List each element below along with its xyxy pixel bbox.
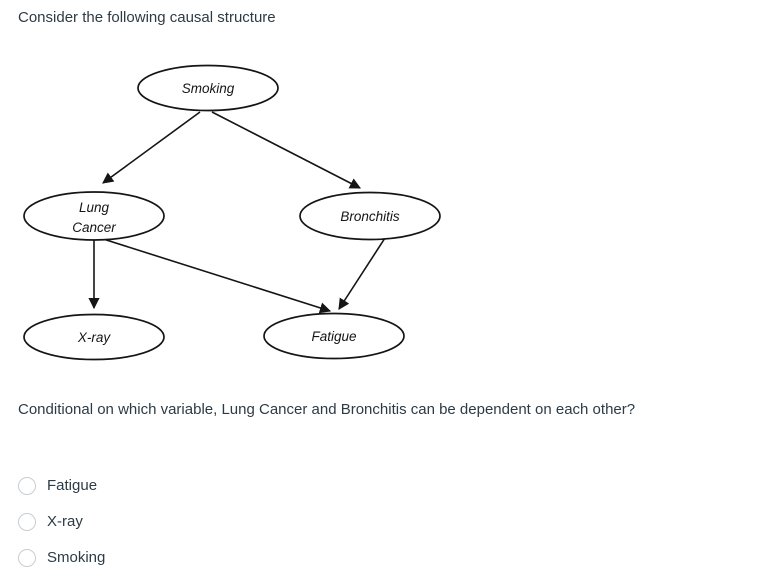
option-xray[interactable]: X-ray bbox=[18, 504, 418, 540]
node-fatigue-label: Fatigue bbox=[311, 329, 356, 344]
node-xray-label: X-ray bbox=[77, 330, 112, 345]
edge-smoking-to-bronchitis bbox=[211, 111, 361, 189]
diagram-edges bbox=[88, 111, 386, 314]
radio-button-icon[interactable] bbox=[18, 477, 36, 495]
node-bronchitis: Bronchitis bbox=[299, 191, 441, 241]
answer-options: Fatigue X-ray Smoking bbox=[18, 468, 418, 576]
node-lung-cancer-label-line1: Lung bbox=[79, 200, 110, 215]
option-fatigue[interactable]: Fatigue bbox=[18, 468, 418, 504]
node-fatigue: Fatigue bbox=[263, 312, 405, 360]
option-smoking[interactable]: Smoking bbox=[18, 540, 418, 576]
radio-button-icon[interactable] bbox=[18, 513, 36, 531]
node-smoking: Smoking bbox=[137, 64, 279, 112]
option-label-smoking: Smoking bbox=[47, 549, 106, 566]
causal-diagram: Smoking Lung Cancer Bronchitis X-ray Fat… bbox=[0, 55, 470, 375]
edge-lung-cancer-to-fatigue bbox=[99, 237, 332, 314]
option-label-fatigue: Fatigue bbox=[47, 477, 98, 494]
question-text: Conditional on which variable, Lung Canc… bbox=[18, 401, 636, 418]
node-xray: X-ray bbox=[23, 313, 165, 361]
option-label-xray: X-ray bbox=[47, 513, 83, 530]
page-title: Consider the following causal structure bbox=[18, 9, 276, 26]
node-bronchitis-label: Bronchitis bbox=[340, 209, 400, 224]
node-lung-cancer-label-line2: Cancer bbox=[72, 220, 116, 235]
node-lung-cancer: Lung Cancer bbox=[23, 191, 165, 241]
edge-bronchitis-to-fatigue bbox=[338, 237, 386, 310]
node-smoking-label: Smoking bbox=[182, 81, 235, 96]
radio-button-icon[interactable] bbox=[18, 549, 36, 567]
edge-smoking-to-lung-cancer bbox=[102, 111, 201, 184]
